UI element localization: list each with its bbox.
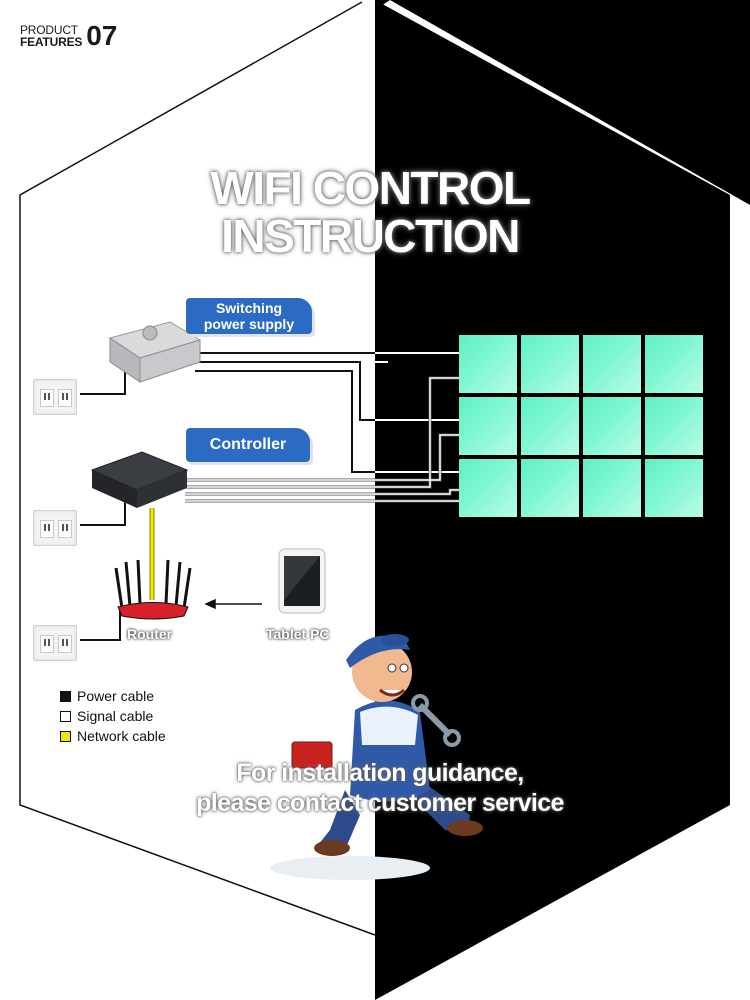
power-supply-tag-line1: Switching [215, 300, 283, 316]
led-panel [459, 397, 517, 455]
tablet-label: Tablet PC [266, 626, 330, 642]
controller-icon [90, 451, 189, 508]
legend-swatch [60, 730, 71, 742]
led-panel [521, 397, 579, 455]
router-icon [114, 559, 192, 620]
cable-legend: Power cable Signal cable Network cable [60, 686, 166, 746]
controller-tag: Controller [186, 428, 310, 462]
signal-cables [185, 376, 465, 503]
wifi-arrow [204, 598, 262, 610]
legend-label: Power cable [77, 688, 155, 704]
legend-item-network: Network cable [60, 726, 166, 746]
power-outlet-icon [33, 625, 77, 661]
badge-number: 07 [86, 20, 118, 51]
product-features-badge: PRODUCT FEATURES 07 [20, 22, 117, 50]
tablet-icon [278, 548, 326, 614]
legend-label: Signal cable [77, 708, 154, 724]
legend-label: Network cable [77, 728, 166, 744]
worker-mascot-icon [270, 634, 483, 880]
legend-item-signal: Signal cable [60, 706, 166, 726]
badge-line1: PRODUCT [20, 23, 78, 37]
badge-line2: FEATURES [20, 35, 83, 49]
led-panel [583, 397, 641, 455]
router-label: Router [127, 626, 173, 642]
led-panel [583, 335, 641, 393]
led-panel [645, 335, 703, 393]
led-panel [645, 459, 703, 517]
legend-swatch [60, 710, 71, 722]
power-supply-tag: Switching power supply [186, 298, 312, 334]
power-supply-tag-line2: power supply [203, 316, 295, 332]
led-panel [459, 459, 517, 517]
led-panel [521, 459, 579, 517]
power-outlet-icon [33, 510, 77, 546]
led-panel [521, 335, 579, 393]
legend-swatch [60, 690, 71, 702]
contact-note-line2: please contact customer service [196, 789, 564, 817]
contact-note: For installation guidance, please contac… [150, 758, 610, 818]
title-line2: INSTRUCTION [221, 210, 520, 262]
controller-tag-label: Controller [209, 436, 287, 453]
contact-note-line1: For installation guidance, [236, 759, 524, 787]
led-panel [583, 459, 641, 517]
power-supply-icon [108, 321, 202, 383]
led-panel [459, 335, 517, 393]
power-outlet-icon [33, 379, 77, 415]
legend-item-power: Power cable [60, 686, 166, 706]
title-line1: WIFI CONTROL [210, 162, 531, 214]
led-panel [645, 397, 703, 455]
